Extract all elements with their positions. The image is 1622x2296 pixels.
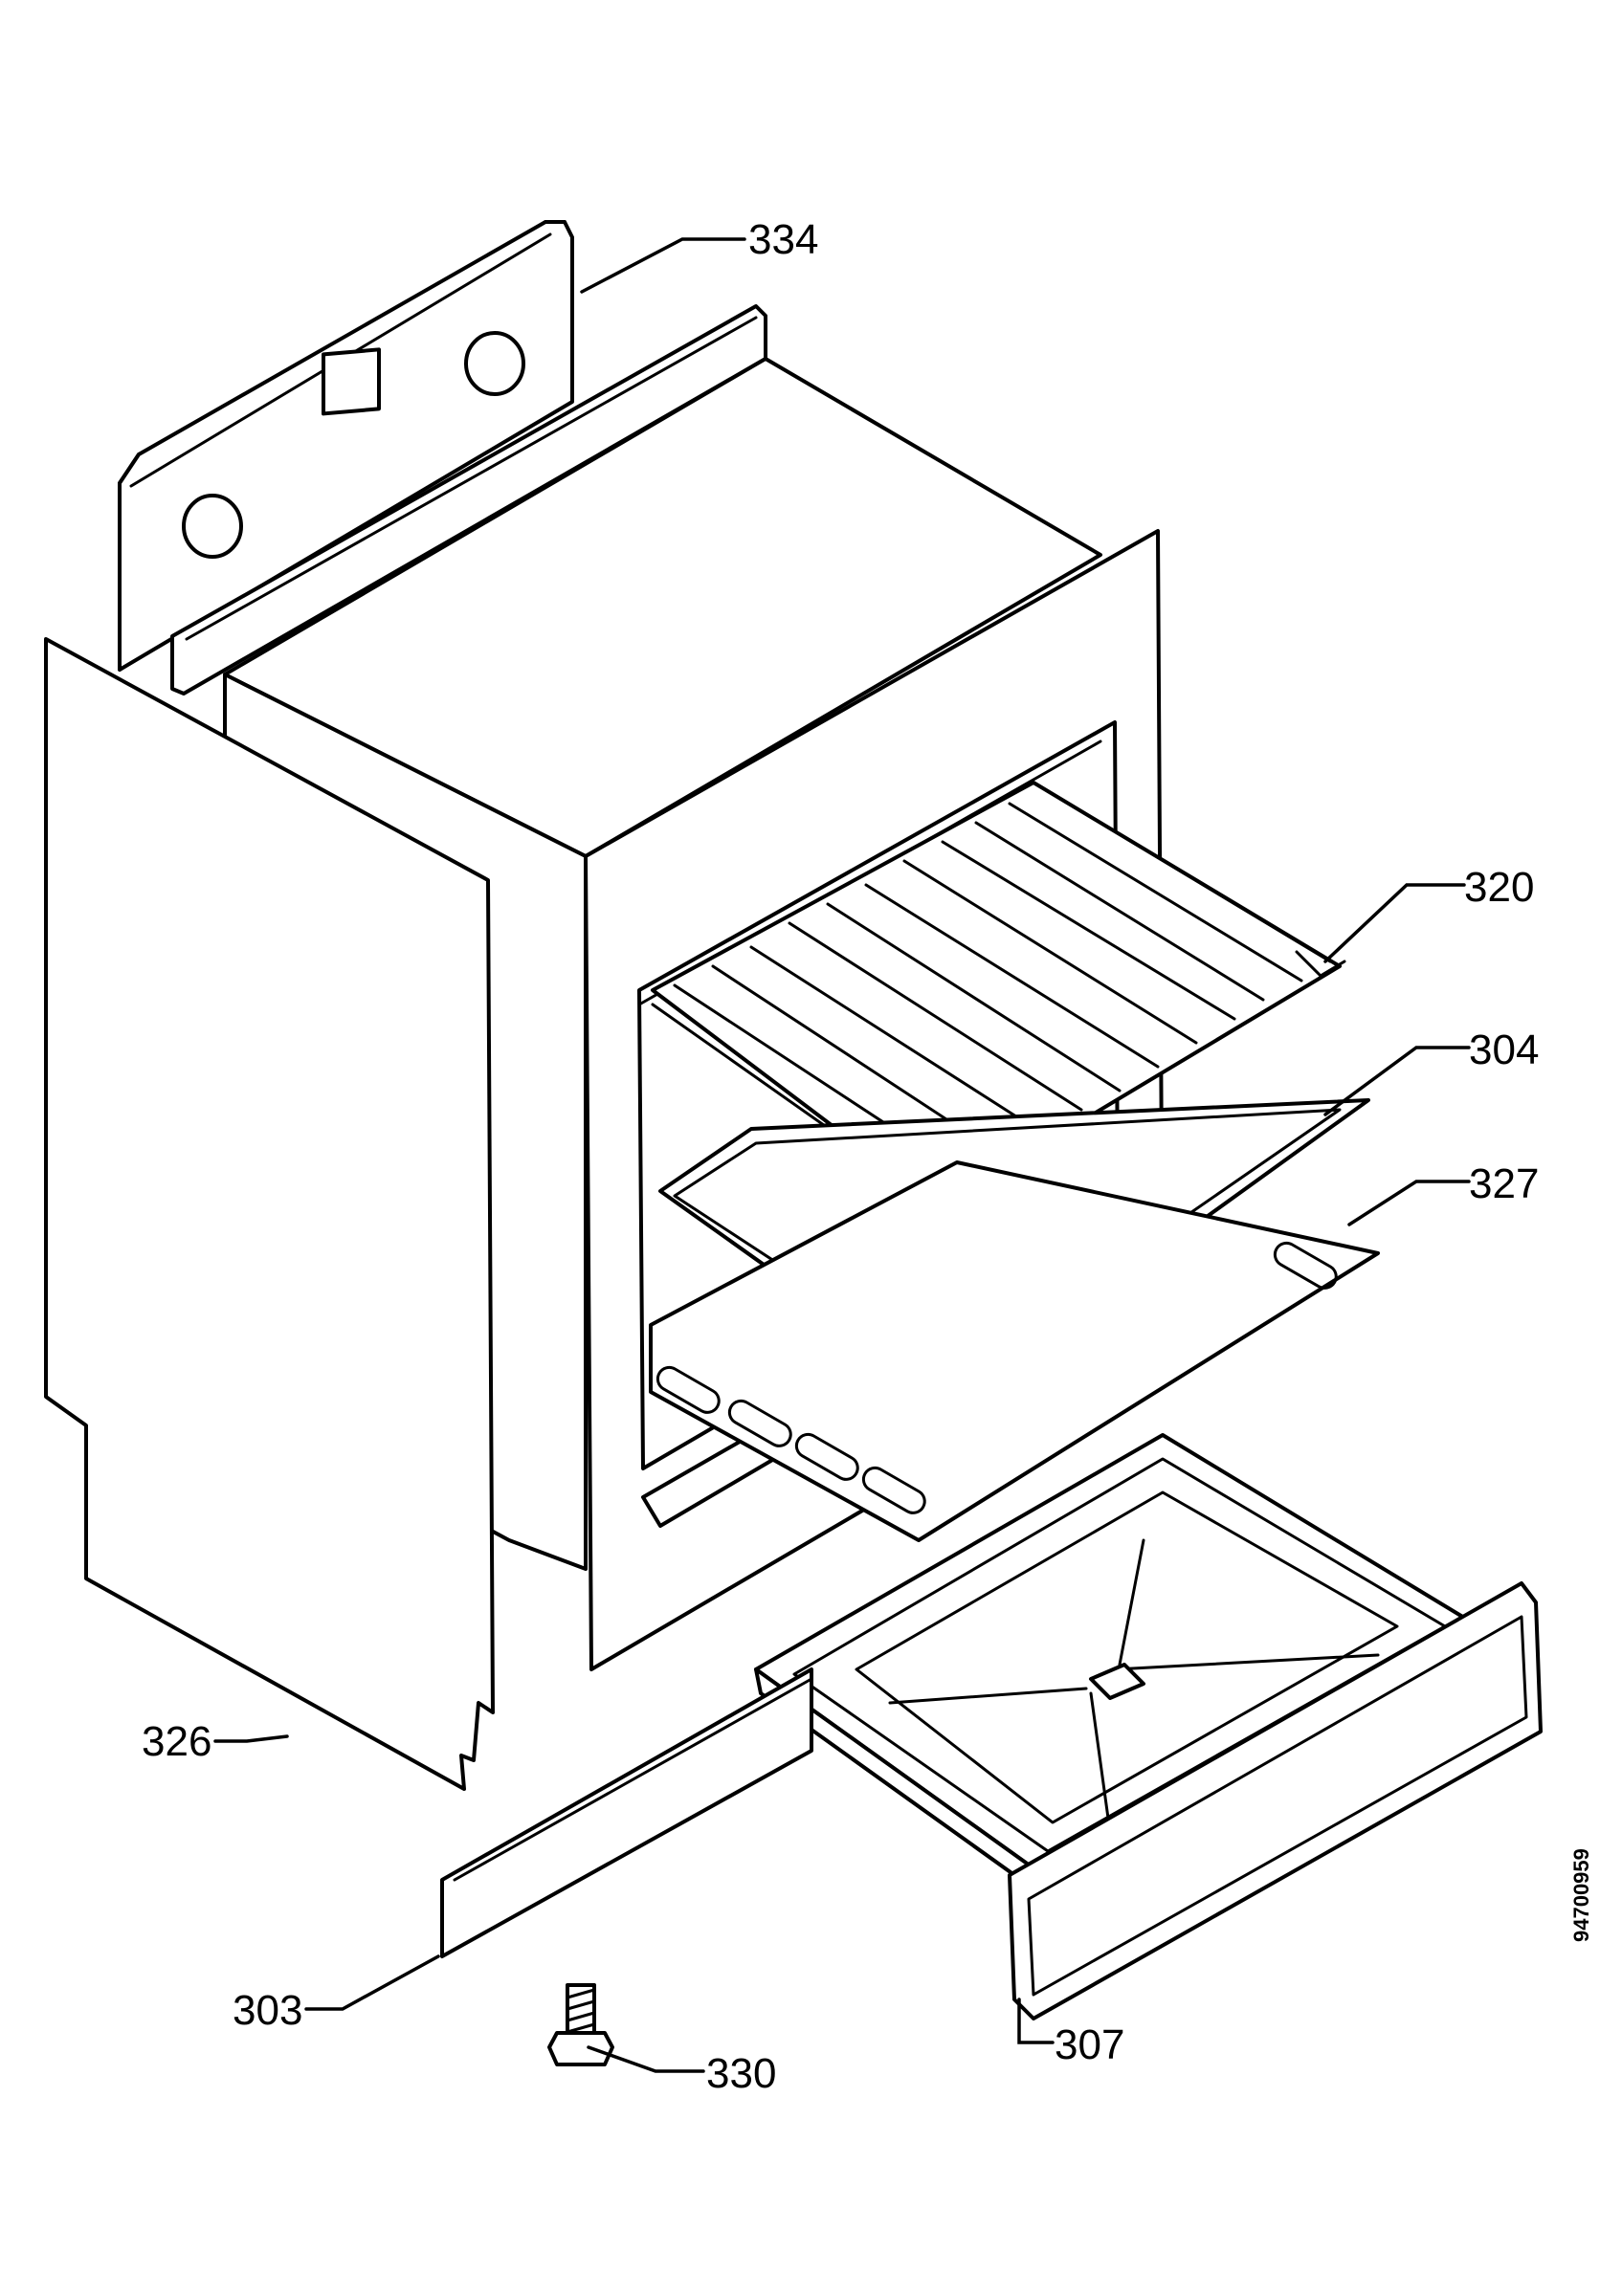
kick-plate	[440, 1667, 813, 1958]
leader-307	[1017, 1998, 1055, 2044]
label-303: 303	[233, 1987, 302, 2034]
leader-lines	[213, 237, 1471, 2073]
leader-327	[1347, 1180, 1471, 1226]
hole-upper	[464, 331, 525, 396]
label-334: 334	[748, 216, 818, 263]
vent-opening	[322, 347, 381, 416]
label-320: 320	[1464, 864, 1534, 911]
leader-320	[1323, 883, 1466, 963]
back-panel	[118, 220, 574, 672]
side-panel	[44, 637, 495, 1791]
label-330: 330	[706, 2050, 776, 2097]
leader-304	[1323, 1046, 1471, 1116]
label-326: 326	[142, 1718, 211, 1765]
screw	[547, 1983, 614, 2066]
leader-334	[580, 237, 746, 294]
label-327: 327	[1469, 1160, 1539, 1207]
document-number: 94700959	[1569, 1848, 1593, 1942]
label-307: 307	[1055, 2021, 1124, 2068]
leader-303	[304, 1954, 440, 2011]
hole-lower	[182, 494, 243, 559]
drawer	[754, 1433, 1543, 2020]
leader-330	[587, 2045, 705, 2073]
label-304: 304	[1469, 1027, 1539, 1073]
leader-326	[213, 1734, 289, 1743]
drip-tray	[649, 1160, 1380, 1542]
